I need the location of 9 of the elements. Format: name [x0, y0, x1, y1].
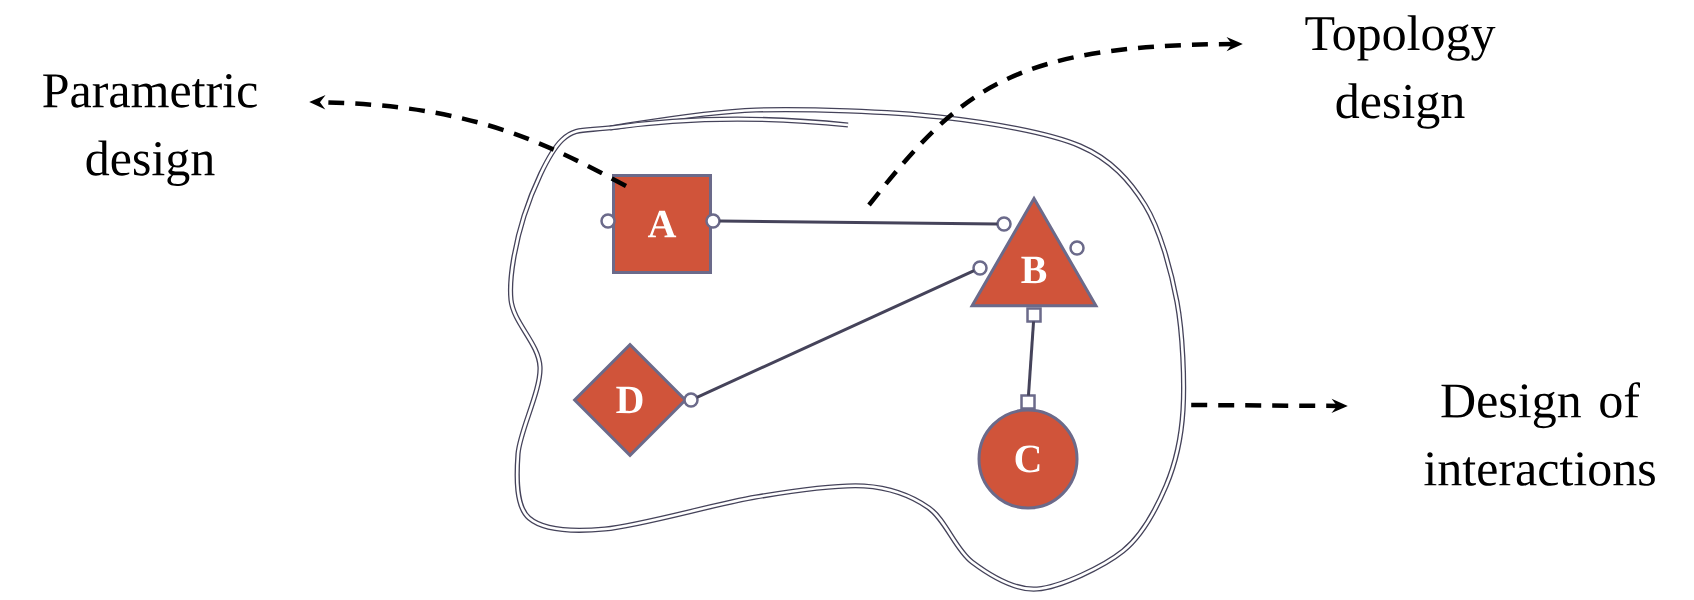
circle-block: C	[977, 394, 1079, 510]
annotation-text: Parametric design	[43, 74, 257, 186]
square-block: A	[600, 174, 721, 274]
annotation-text: Design of interactions	[1424, 382, 1655, 486]
connector-line	[719, 219, 998, 226]
connector-line	[696, 269, 975, 399]
annotation-text: Topology design	[1305, 15, 1496, 129]
blob-outline	[507, 107, 1187, 592]
connector-line	[1026, 321, 1036, 396]
